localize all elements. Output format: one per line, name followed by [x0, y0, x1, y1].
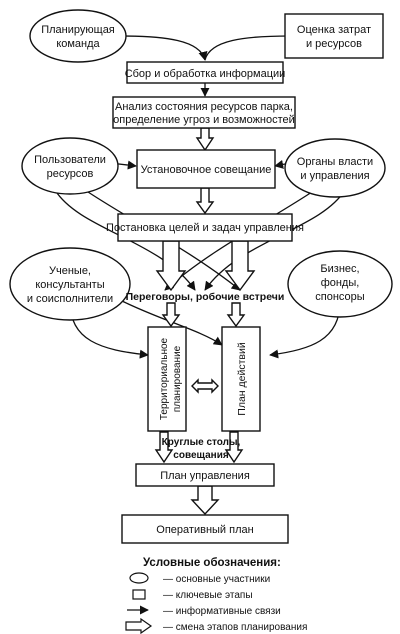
block-arrow-kickoff-goals [195, 187, 215, 215]
label-analysis-2: определение угроз и возможностей [113, 114, 295, 126]
stages-group [112, 61, 296, 544]
box-territorial-planning [147, 326, 187, 432]
label-collect-info: Сбор и обработка информации [125, 68, 286, 80]
label-action-plan: План действий [236, 342, 248, 416]
box-management-plan [135, 463, 275, 487]
participants-group [9, 9, 393, 321]
block-arrow-col-right [224, 431, 244, 464]
legend-label-links: — информативные связи [163, 605, 281, 617]
stage-transitions [154, 127, 256, 516]
block-arrow-col-left [154, 431, 174, 464]
label-business-2: фонды, [321, 277, 360, 289]
ellipse-resource-users [21, 137, 119, 195]
label-negotiations: Переговоры, робочие встречи [126, 291, 285, 303]
label-cost-estimate-1: Оценка затрат [297, 24, 371, 36]
label-scientists-3: и соисполнители [27, 293, 113, 305]
link-scientists-to-actionplan [119, 299, 223, 346]
label-scientists-2: консультанты [35, 279, 104, 291]
block-arrow-neg-right [226, 302, 246, 328]
label-resource-users-2: ресурсов [47, 168, 94, 180]
block-arrow-goals-left [155, 240, 187, 292]
block-arrow-neg-left [161, 302, 181, 328]
block-arrow-analysis-kickoff [195, 127, 215, 152]
double-arrow-icon [191, 378, 219, 394]
label-management-plan: План управления [160, 470, 250, 482]
box-kickoff [136, 149, 276, 189]
label-kickoff: Установочное совещание [141, 164, 272, 176]
legend: Условные обозначения: — основные участни… [125, 557, 307, 634]
box-analysis [112, 96, 296, 129]
label-resource-users-1: Пользователи [34, 154, 106, 166]
legend-title: Условные обозначения: [143, 557, 281, 569]
ellipse-planning-team [29, 9, 127, 63]
label-planning-team-2: команда [56, 38, 100, 50]
label-cost-estimate-2: и ресурсов [306, 38, 362, 50]
label-round-tables-2: совещания [173, 450, 229, 461]
ellipse-icon [129, 572, 149, 584]
label-goals: Постановка целей и задач управления [106, 222, 304, 234]
label-operational-plan: Оперативный план [156, 524, 253, 536]
block-arrow-goals-right [224, 240, 256, 292]
block-arrow-icon [125, 617, 153, 634]
ellipse-scientists [9, 247, 131, 321]
link-team-to-collect [119, 35, 208, 61]
label-planning-team-1: Планирующая [41, 24, 115, 36]
block-arrow-mgmt-operational [190, 485, 220, 516]
legend-label-stages: — ключевые этапы [163, 590, 253, 601]
box-action-plan [221, 326, 261, 432]
label-territorial-1: Территориальное [159, 337, 170, 420]
rectangle-icon [132, 589, 146, 600]
label-analysis-1: Анализ состояния ресурсов парка, [115, 101, 293, 113]
label-territorial-2: планирование [172, 345, 183, 412]
box-operational-plan [121, 514, 289, 544]
label-authorities-2: и управления [300, 170, 369, 182]
box-goals [117, 213, 293, 242]
link-cost-to-collect [204, 35, 291, 61]
label-business-1: Бизнес, [320, 263, 359, 275]
label-authorities-1: Органы власти [297, 156, 373, 168]
box-cost-estimate [284, 13, 384, 59]
ellipse-business [287, 250, 393, 318]
legend-label-transitions: — смена этапов планирования [163, 622, 307, 633]
ellipse-authorities [284, 138, 386, 198]
label-scientists-1: Ученые, [49, 265, 91, 277]
label-round-tables-1: Круглые столы, [162, 437, 241, 448]
label-business-3: спонсоры [315, 291, 365, 303]
legend-label-participants: — основные участники [163, 574, 270, 585]
box-collect-info [126, 61, 284, 84]
